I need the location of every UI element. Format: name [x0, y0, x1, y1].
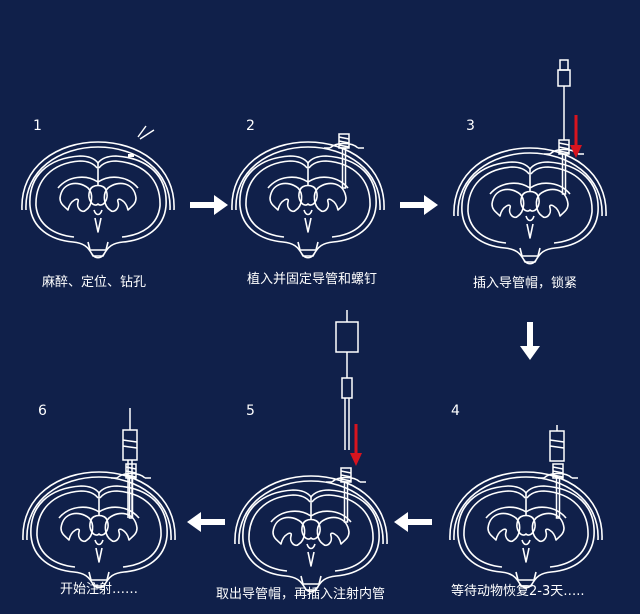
step-caption-2: 植入并固定导管和螺钉 — [247, 272, 378, 287]
step-6-brain — [22, 463, 176, 589]
step-2-brain — [231, 133, 385, 259]
locked-cap-icon — [549, 425, 565, 462]
step-5-brain — [234, 467, 388, 593]
arrow-3-to-4 — [520, 322, 540, 360]
arrow-1-to-2 — [190, 195, 228, 215]
red-down-arrow-5 — [350, 424, 362, 466]
step-caption-1: 麻醉、定位、钻孔 — [42, 275, 147, 290]
step-number-4: 4 — [451, 403, 460, 419]
step-number-3: 3 — [466, 118, 475, 134]
step-caption-4: 等待动物恢复2-3天….. — [451, 584, 585, 599]
step-3-brain — [453, 139, 607, 265]
step-number-1: 1 — [33, 118, 42, 134]
step-caption-3: 插入导管帽，锁紧 — [473, 276, 578, 291]
red-down-arrow-3 — [570, 115, 582, 158]
injection-cannula-icon — [122, 408, 138, 518]
step-caption-6: 开始注射…… — [60, 582, 139, 597]
drill-icon — [137, 125, 155, 140]
step-caption-5: 取出导管帽，再插入注射内管 — [216, 587, 386, 602]
step-number-6: 6 — [38, 403, 47, 419]
injector-icon — [335, 310, 359, 450]
step-4-brain — [449, 463, 603, 589]
arrow-2-to-3 — [400, 195, 438, 215]
step-number-2: 2 — [246, 118, 255, 134]
arrow-5-to-6 — [187, 512, 225, 532]
step-1-brain — [21, 141, 175, 259]
arrow-4-to-5 — [394, 512, 432, 532]
dummy-cap-icon — [557, 59, 571, 140]
step-number-5: 5 — [246, 403, 255, 419]
